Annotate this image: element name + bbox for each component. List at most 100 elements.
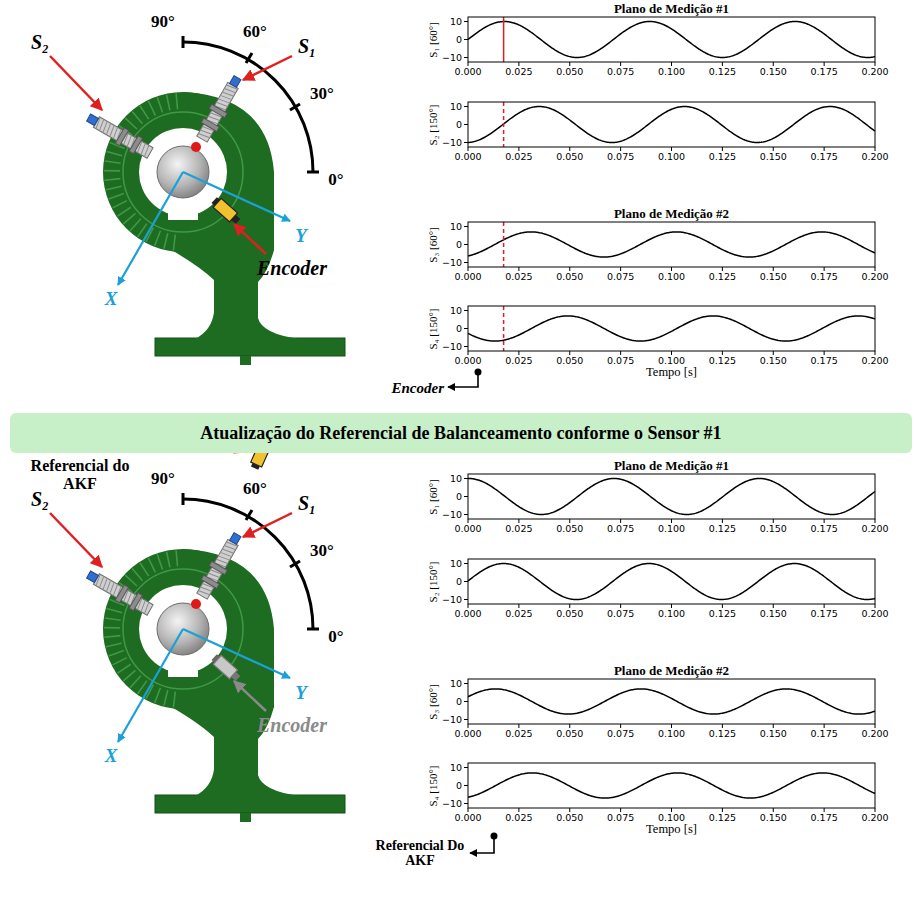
tick-mark <box>620 62 621 66</box>
axis-title: S₁ [60°] <box>427 479 439 514</box>
tick-label: 0.200 <box>861 152 888 162</box>
tick-mark <box>468 604 469 608</box>
tick-label: 0.075 <box>607 356 634 366</box>
tick-label: 0.025 <box>505 729 532 739</box>
sensor-label: S₁ <box>298 35 316 57</box>
tick-mark <box>464 767 468 768</box>
tick-mark <box>824 604 825 608</box>
plot-axes <box>464 679 875 728</box>
tick-label: 0.150 <box>760 272 787 282</box>
tick-mark <box>620 147 621 151</box>
tick-mark <box>671 267 672 271</box>
tick-mark <box>464 226 468 227</box>
axis-label: X <box>105 746 118 767</box>
tick-label: 0.200 <box>861 272 888 282</box>
tick-label: 0 <box>456 780 462 790</box>
plot-title: Plano de Medição #1 <box>614 459 729 473</box>
callout-arrow <box>234 681 266 711</box>
tick-mark <box>464 57 468 58</box>
axis-label: Y <box>295 683 307 704</box>
tick-mark <box>773 62 774 66</box>
tick-mark <box>773 604 774 608</box>
tick-mark <box>518 808 519 812</box>
axis-title: S₁ [60°] <box>427 22 439 57</box>
tick-label: 0.025 <box>505 813 532 823</box>
tick-mark <box>464 803 468 804</box>
signal-curve <box>468 564 875 600</box>
tick-label: 0.175 <box>811 67 838 77</box>
tick-label: 0 <box>456 239 462 249</box>
signal-curve <box>468 22 875 58</box>
tick-mark <box>518 519 519 523</box>
tick-label: 0.075 <box>607 813 634 823</box>
tick-mark <box>464 581 468 582</box>
angle-label: 90° <box>151 13 175 32</box>
tick-label: 0.050 <box>556 813 583 823</box>
tick-label: 0.150 <box>760 67 787 77</box>
tick-label: −10 <box>442 798 462 808</box>
tick-label: −10 <box>442 509 462 519</box>
tick-mark <box>468 808 469 812</box>
tick-label: 10 <box>450 762 462 772</box>
reference-label: Encoder <box>392 380 445 397</box>
tick-label: 0.075 <box>607 272 634 282</box>
tick-mark <box>824 147 825 151</box>
axis-title: S₃ [60°] <box>427 684 439 719</box>
tick-mark <box>722 351 723 355</box>
plot-axes <box>464 763 875 812</box>
tick-mark <box>824 724 825 728</box>
reference-line <box>503 222 505 267</box>
tick-mark <box>722 267 723 271</box>
tick-label: 0.025 <box>505 272 532 282</box>
tick-mark <box>671 351 672 355</box>
tick-mark <box>518 351 519 355</box>
tick-label: 0.000 <box>454 67 481 77</box>
angle-label: 90° <box>151 470 175 489</box>
rotor-rig <box>50 36 345 365</box>
signal-curve <box>468 316 875 341</box>
tick-label: 0.175 <box>811 609 838 619</box>
tick-label: −10 <box>442 594 462 604</box>
tick-label: 0.150 <box>760 609 787 619</box>
encoder-label: Encoder <box>257 714 327 736</box>
tick-mark <box>464 599 468 600</box>
axis-title: S₂ [150°] <box>427 561 439 602</box>
tick-label: 0.125 <box>709 729 736 739</box>
tick-label: 0.000 <box>454 152 481 162</box>
tick-mark <box>824 351 825 355</box>
plot-frame <box>468 679 875 724</box>
tick-label: 0.150 <box>760 524 787 534</box>
tick-label: 10 <box>450 16 462 26</box>
tick-mark <box>824 808 825 812</box>
tick-label: 0 <box>456 34 462 44</box>
plot-frame <box>468 102 875 147</box>
tick-label: 0 <box>456 323 462 333</box>
signal-curve <box>468 773 875 798</box>
tick-mark <box>569 351 570 355</box>
axis-title: Tempo [s] <box>646 823 697 837</box>
axis-title: S₄ [150°] <box>427 765 439 806</box>
signal-curve <box>468 479 875 515</box>
tick-label: 0.075 <box>607 729 634 739</box>
plot-axes <box>464 474 875 523</box>
tick-mark <box>773 724 774 728</box>
tick-mark <box>464 142 468 143</box>
tick-mark <box>671 147 672 151</box>
tick-mark <box>569 267 570 271</box>
plot-title: Plano de Medição #1 <box>614 2 729 16</box>
tick-label: 0.075 <box>607 524 634 534</box>
encoder-sensor <box>210 196 242 226</box>
tick-mark <box>875 267 876 271</box>
plot-frame <box>468 306 875 351</box>
tick-mark <box>875 604 876 608</box>
reference-line <box>503 306 505 351</box>
angle-label: 30° <box>310 542 334 561</box>
axis-title: Tempo [s] <box>646 366 697 380</box>
tick-mark <box>464 785 468 786</box>
tick-label: 0.050 <box>556 356 583 366</box>
tick-label: 0.075 <box>607 152 634 162</box>
axis-label: Y <box>295 226 307 247</box>
axis-title: S₃ [60°] <box>427 227 439 262</box>
tick-mark <box>773 351 774 355</box>
tick-label: 0.200 <box>861 609 888 619</box>
